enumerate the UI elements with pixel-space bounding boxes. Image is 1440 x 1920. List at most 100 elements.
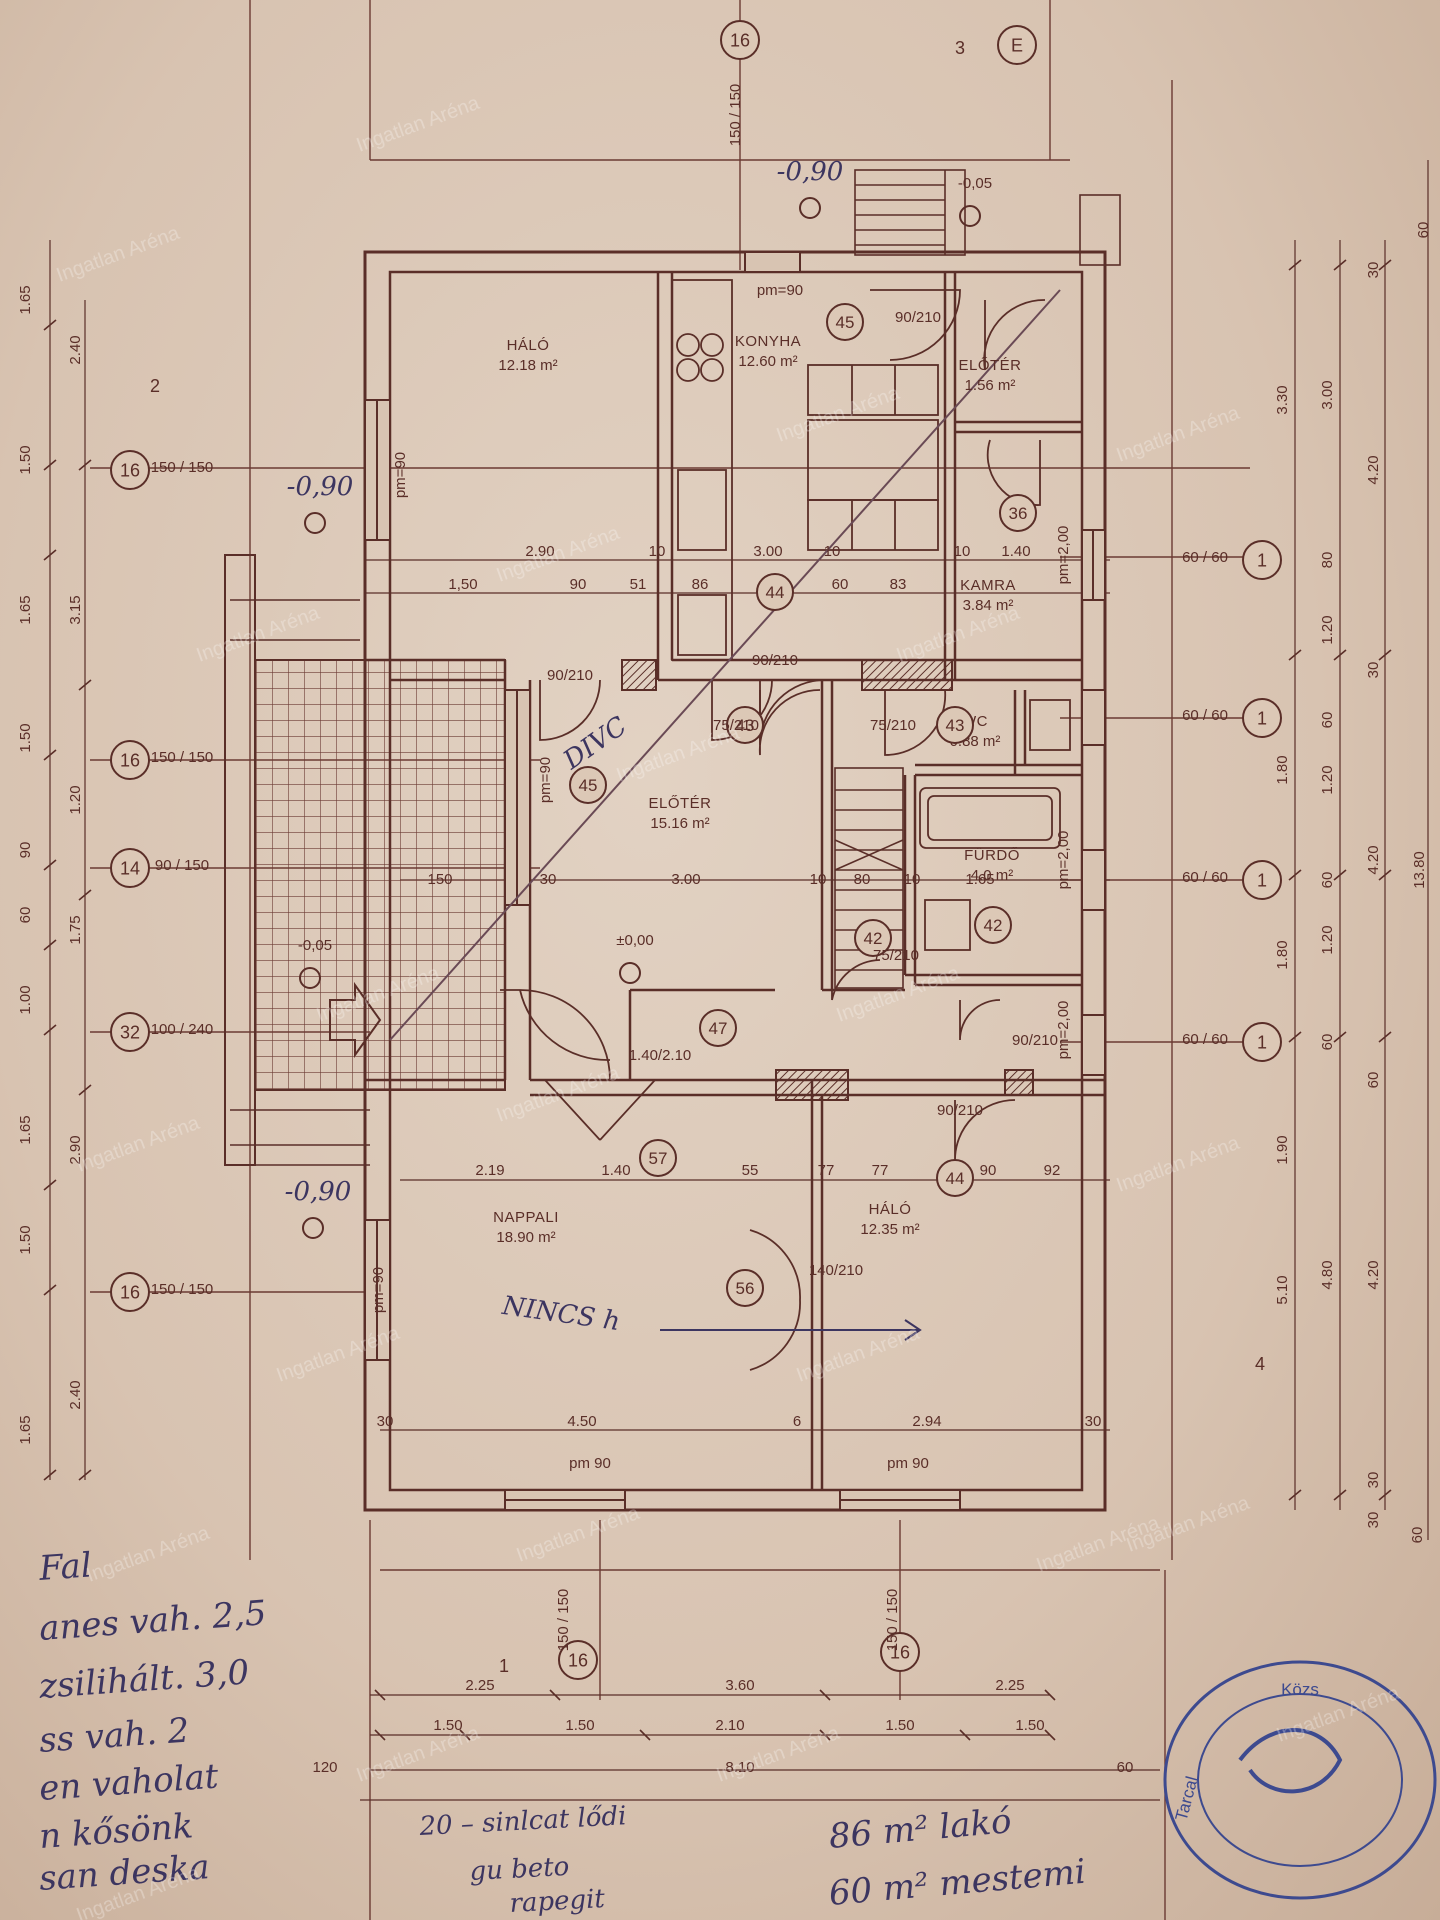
watermark-12: Ingatlan Aréna	[1114, 1132, 1244, 1197]
dim-row5-0: 30	[377, 1413, 394, 1430]
right-small-8: 30	[1365, 1472, 1382, 1489]
level-mark-1: -0,05	[958, 175, 992, 192]
level-mark-2: -0,90	[287, 472, 354, 502]
watermark-1: Ingatlan Aréna	[354, 92, 484, 157]
handwritten-margin-0: Fal	[37, 1545, 93, 1589]
right-window-size-1: 60 / 60	[1182, 707, 1228, 724]
bottom-dim2-4: 1.50	[1015, 1717, 1044, 1734]
room-name-eloter: ELŐTÉR	[648, 795, 711, 812]
right-small-3: 30	[1365, 662, 1382, 679]
svg-text:1: 1	[1257, 1032, 1267, 1052]
watermark-4: Ingatlan Aréna	[194, 602, 324, 667]
door-size-7: 140/210	[809, 1262, 863, 1279]
svg-text:45: 45	[836, 313, 855, 332]
left-window-size-2: 90 / 150	[155, 857, 209, 874]
left-dim1-0: 1.65	[17, 285, 34, 314]
dim-row4-3: 77	[818, 1162, 835, 1179]
grid-marker-left-0: 16	[110, 450, 150, 490]
door-tag-9: 57	[639, 1139, 677, 1177]
left-window-size-1: 150 / 150	[151, 749, 214, 766]
door-size-5: 75/210	[873, 947, 919, 964]
handwritten-bottom-2: rapegit	[509, 1884, 606, 1919]
bottom-dim1-1: 3.60	[725, 1677, 754, 1694]
right-dim2-0: 3.00	[1319, 380, 1336, 409]
dim-row1-1: 10	[649, 543, 666, 560]
room-name-eloter-small: ELŐTÉR	[958, 357, 1021, 374]
room-area-halo-2: 12.35 m²	[860, 1221, 919, 1238]
watermark-16: Ingatlan Aréna	[84, 1522, 214, 1587]
watermark-7: Ingatlan Aréna	[1114, 402, 1244, 467]
left-dim1-1: 1.50	[17, 445, 34, 474]
pencil-line	[389, 289, 1061, 1041]
bottom-dim3-0: 120	[312, 1759, 337, 1776]
top-window-size: 150 / 150	[727, 84, 744, 147]
door-size-3: 75/210	[870, 717, 916, 734]
handwritten-bottom-0: 20 – sinlcat lődi	[418, 1801, 627, 1842]
door-size-6: 90/210	[937, 1102, 983, 1119]
svg-text:42: 42	[864, 929, 883, 948]
svg-text:42: 42	[984, 916, 1003, 935]
grid-marker-left-2: 2	[150, 376, 160, 396]
door-tag-2: 44	[756, 573, 794, 611]
left-dim1-7: 1.65	[17, 1115, 34, 1144]
left-dim1-3: 1.50	[17, 723, 34, 752]
kitchen-counter	[671, 279, 733, 661]
right-dim3-0: 4.20	[1365, 455, 1382, 484]
left-window-size-4: 150 / 150	[151, 1281, 214, 1298]
right-window-size-2: 60 / 60	[1182, 869, 1228, 886]
dim-row1-4: 1.40	[1001, 543, 1030, 560]
dim-row2-1: 90	[570, 576, 587, 593]
right-small-9: 30	[1365, 1512, 1382, 1529]
svg-text:E: E	[1011, 35, 1023, 55]
right-small-6: 60	[1319, 1034, 1336, 1051]
pm-label-3: pm=2,00	[1055, 526, 1072, 585]
dim-row5-1: 4.50	[567, 1413, 596, 1430]
svg-text:14: 14	[120, 858, 140, 878]
pm-label-4: pm=2,00	[1055, 831, 1072, 890]
room-area-furdo: 4.0 m²	[971, 867, 1014, 884]
right-small-5: 60	[1319, 872, 1336, 889]
right-dim3-2: 4.20	[1365, 1260, 1382, 1289]
door-size-9: 90/210	[1012, 1032, 1058, 1049]
grid-marker-right-2: 1	[1242, 860, 1282, 900]
svg-text:16: 16	[120, 460, 140, 480]
room-area-nappali: 18.90 m²	[496, 1229, 555, 1246]
room-area-halo-1: 12.18 m²	[498, 357, 557, 374]
svg-text:1: 1	[1257, 550, 1267, 570]
left-dim2-1: 3.15	[67, 595, 84, 624]
pm-label-5: pm=2,00	[1055, 1001, 1072, 1060]
terrace	[224, 554, 506, 1166]
level-mark-5: -0,90	[285, 1177, 352, 1207]
level-marker-symbol	[959, 205, 981, 227]
room-area-eloter-small: 1.56 m²	[965, 377, 1016, 394]
svg-text:44: 44	[946, 1169, 965, 1188]
stamp-text-top: Közs	[1281, 1680, 1319, 1699]
dim-row2-4: 60	[832, 576, 849, 593]
inner-stair	[834, 767, 904, 989]
door-tag-6: 42	[854, 919, 892, 957]
left-dim2-0: 2.40	[67, 335, 84, 364]
dim-row1-0: 2.90	[525, 543, 554, 560]
watermark-10: Ingatlan Aréna	[74, 1112, 204, 1177]
grid-marker-right-0: 1	[1242, 540, 1282, 580]
right-dim2-1: 1.20	[1319, 615, 1336, 644]
right-window-size-3: 60 / 60	[1182, 1031, 1228, 1048]
grid-marker-left-3: 32	[110, 1012, 150, 1052]
svg-text:44: 44	[766, 583, 785, 602]
dim-row1-3: 10	[824, 543, 841, 560]
doors	[500, 289, 1046, 1371]
watermark-5: Ingatlan Aréna	[614, 722, 744, 787]
watermark-19: Ingatlan Aréna	[354, 1722, 484, 1787]
bottom-dim2-0: 1.50	[433, 1717, 462, 1734]
right-dim1-4: 5.10	[1274, 1275, 1291, 1304]
room-name-nappali: NAPPALI	[493, 1209, 559, 1226]
door-size-2: 75/210	[713, 717, 759, 734]
dim-row3-5: 10	[904, 871, 921, 888]
svg-text:16: 16	[568, 1650, 588, 1670]
level-mark-4: ±0,00	[616, 932, 653, 949]
pm-label-1: pm=90	[537, 757, 554, 803]
bottom-window-size-0: 150 / 150	[555, 1589, 572, 1652]
